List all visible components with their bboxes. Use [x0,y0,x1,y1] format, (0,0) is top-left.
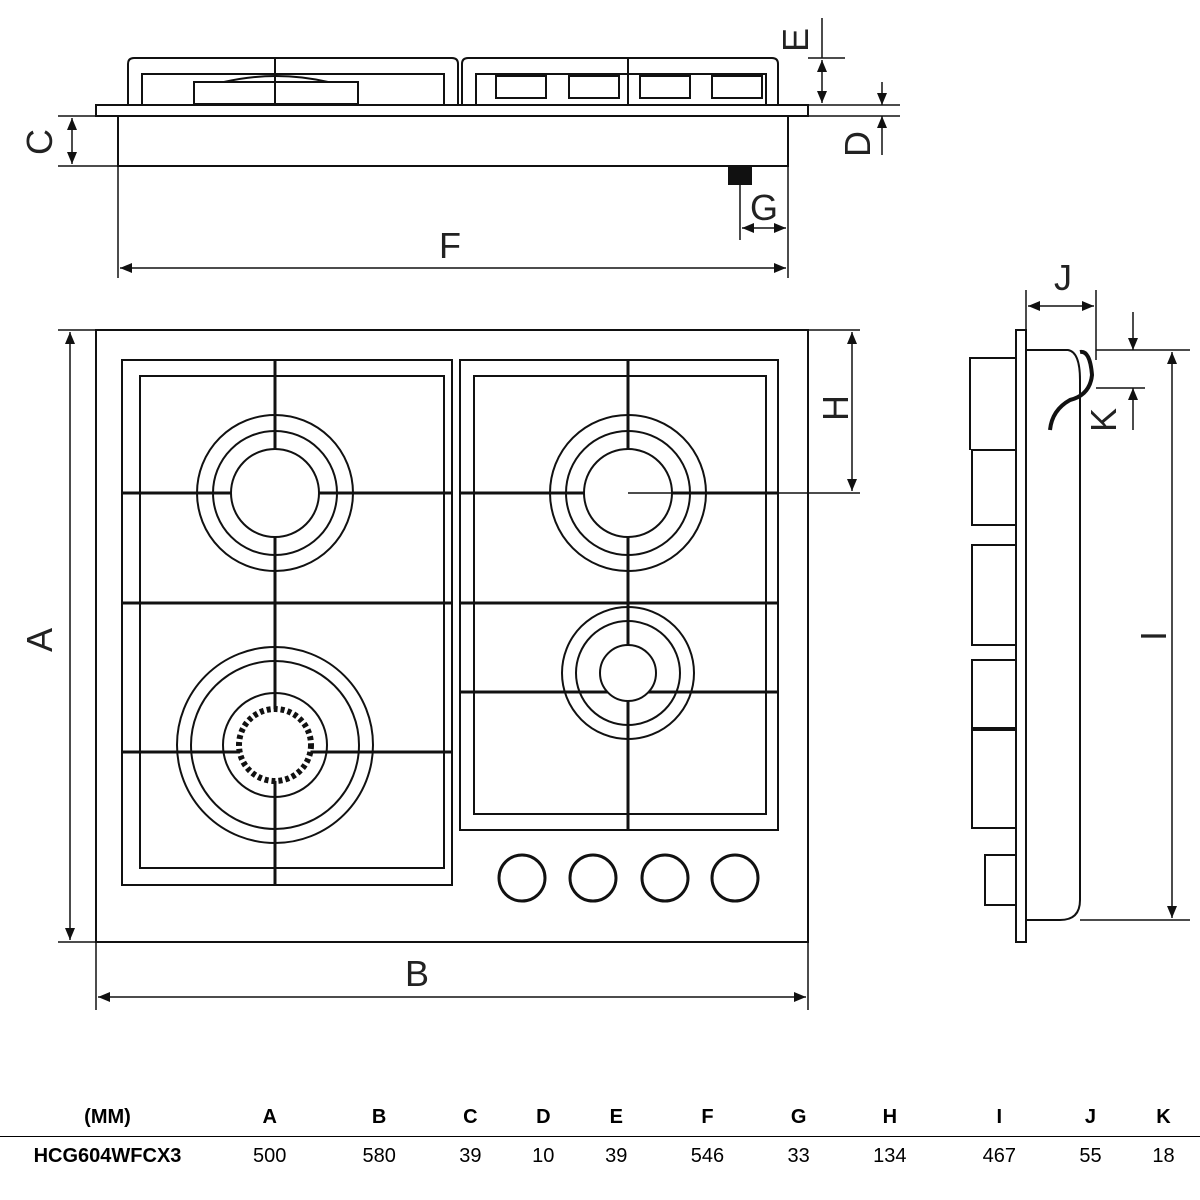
value-h: 134 [873,1144,907,1167]
dimension-table: (MM) A B C D E F G H I J K HCG604WFCX3 5… [0,1098,1200,1175]
value-a: 500 [253,1144,287,1167]
table-header-row: (MM) A B C D E F G H I J K [0,1098,1200,1137]
column-header-b: B [371,1105,387,1128]
column-header-a: A [262,1105,277,1128]
dim-label-g: G [750,187,778,228]
dim-label-e: E [775,28,816,52]
column-header-h: H [882,1105,898,1128]
dim-label-h: H [815,395,856,421]
column-header-e: E [609,1105,623,1128]
column-header-c: C [463,1105,478,1128]
unit-header: (MM) [84,1105,131,1128]
value-j: 55 [1079,1144,1102,1167]
side-view [969,290,1190,943]
front-view [58,18,900,278]
column-header-f: F [701,1105,714,1128]
dim-label-f: F [439,225,461,266]
hob-technical-drawing: A B C D E F G H I J K [19,18,1190,1010]
dim-label-k: K [1083,408,1124,432]
value-i: 467 [982,1144,1016,1167]
value-b: 580 [362,1144,396,1167]
value-k: 18 [1152,1144,1175,1167]
dim-label-a: A [19,628,60,652]
value-g: 33 [787,1144,810,1167]
dim-label-c: C [19,129,60,155]
dimension-arrowheads [65,60,1177,1002]
table-row: HCG604WFCX3 500 580 39 10 39 546 33 134 … [0,1137,1200,1176]
column-header-j: J [1084,1105,1097,1128]
column-header-g: G [790,1105,807,1128]
value-c: 39 [459,1144,482,1167]
value-f: 546 [690,1144,725,1167]
column-header-d: D [536,1105,551,1128]
dim-label-d: D [837,131,878,157]
dim-label-i: I [1133,631,1174,641]
value-e: 39 [605,1144,628,1167]
plan-view [58,329,860,1010]
column-header-i: I [996,1105,1003,1128]
dim-label-j: J [1054,257,1072,298]
model-name: HCG604WFCX3 [33,1144,182,1167]
column-header-k: K [1156,1105,1171,1128]
value-d: 10 [532,1144,555,1167]
dim-label-b: B [405,953,429,994]
